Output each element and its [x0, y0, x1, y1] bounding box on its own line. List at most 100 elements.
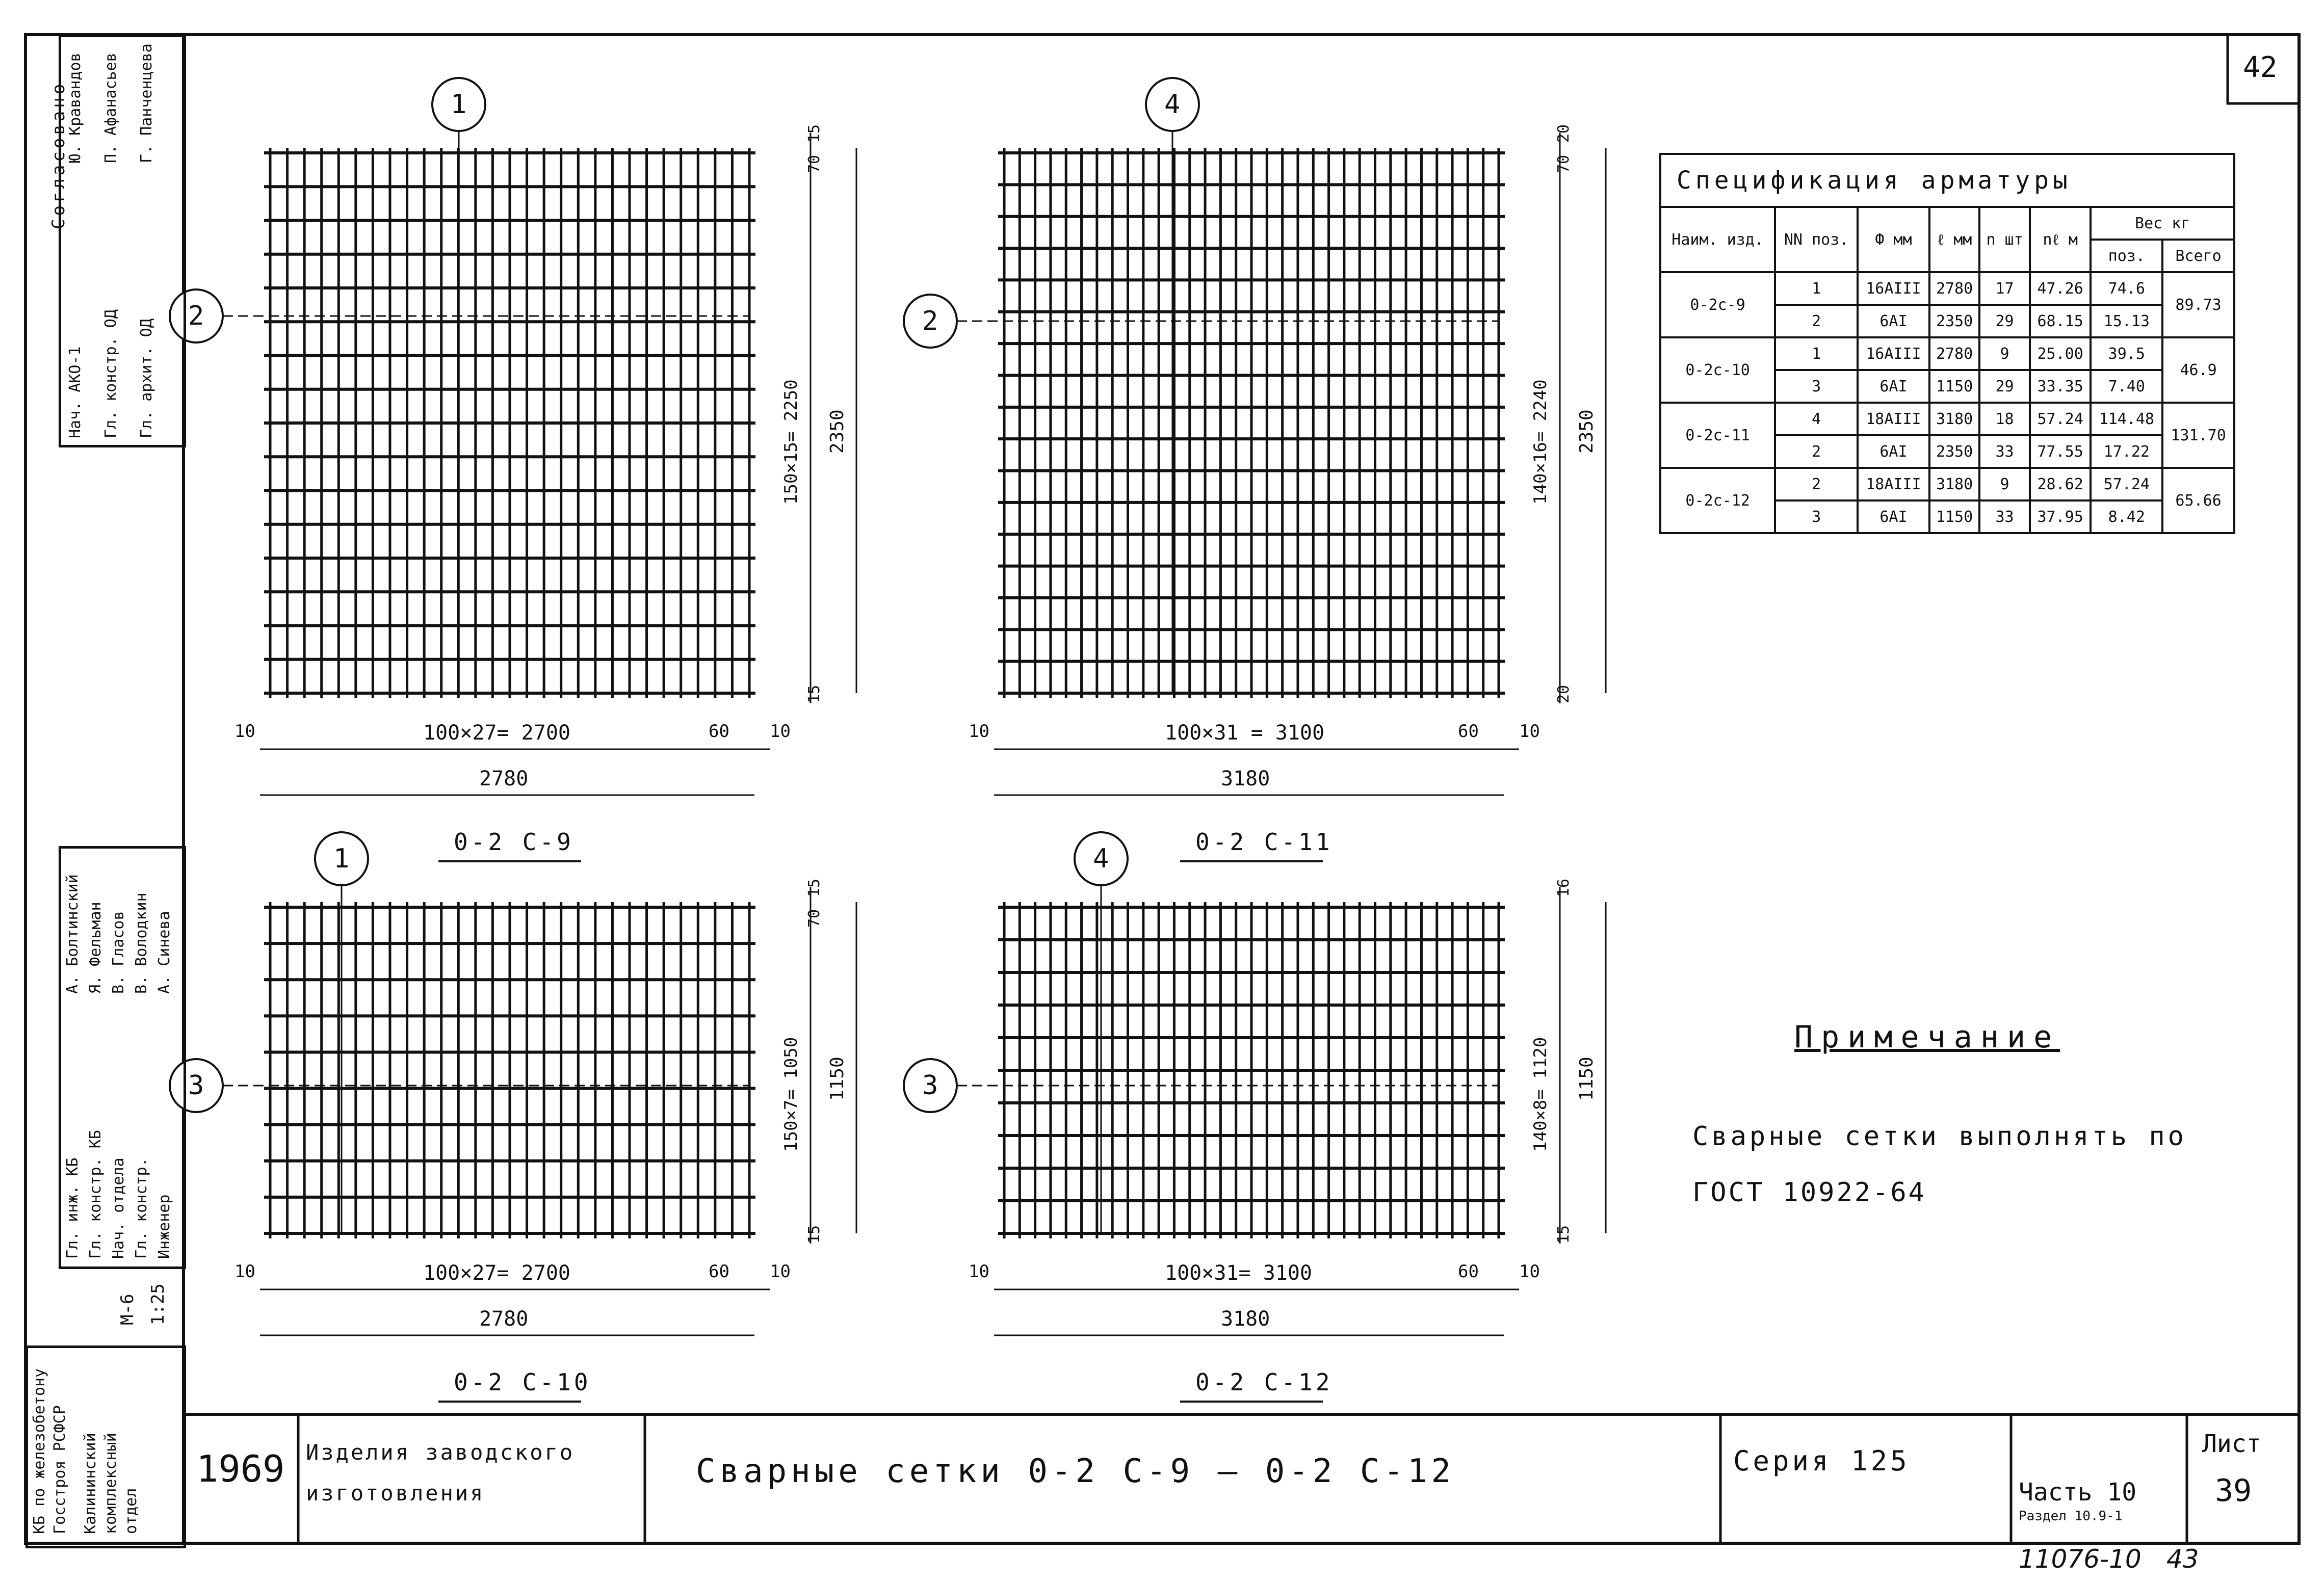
spec-len: 3180 — [1928, 467, 1981, 502]
mesh-2-bubble-left-label: 2 — [922, 306, 938, 336]
mesh-4-dim-right-end: 10 — [1519, 1261, 1540, 1282]
spec-count: 17 — [1978, 271, 2031, 306]
mesh-4-dim-top-a: 16 — [1555, 878, 1573, 897]
spec-len: 1150 — [1928, 369, 1981, 404]
mesh-1-dim-vertical: 150×15= 2250 — [781, 379, 801, 505]
spec-total-length: 25.00 — [2028, 336, 2092, 371]
spec-pos: 4 — [1774, 402, 1859, 436]
spec-count: 18 — [1978, 402, 2031, 436]
spec-weight-pos: 114.48 — [2090, 402, 2164, 436]
spec-weight-total: 131.70 — [2161, 402, 2235, 469]
signature-name-1: А. Болтинский — [64, 874, 82, 994]
mesh-4-total-height: 1150 — [1576, 1057, 1597, 1101]
approval-role-3: Гл. архит. ОД — [138, 319, 155, 438]
mesh-drawing-4 — [903, 831, 1607, 1403]
mesh-3-dim-vertical: 150×7= 1050 — [781, 1037, 801, 1152]
sheet-label: Лист — [2202, 1430, 2261, 1458]
corner-number: 42 — [2243, 51, 2278, 84]
part-label: Часть 10 — [2019, 1478, 2137, 1507]
spec-h-dia: Ф мм — [1857, 206, 1930, 273]
spec-weight-total: 46.9 — [2161, 336, 2235, 404]
mesh-3-total-width: 2780 — [479, 1307, 529, 1331]
signature-role-1: Гл. инж. КБ — [64, 1157, 82, 1259]
org-line-2: Госстроя РСФСР — [51, 1405, 69, 1534]
spec-pos: 1 — [1774, 336, 1859, 371]
mesh-3-dim-left: 10 — [234, 1261, 255, 1282]
spec-weight-pos: 17.22 — [2090, 434, 2164, 469]
spec-dia: 16AIII — [1857, 336, 1930, 371]
mesh-drawing-3 — [169, 831, 857, 1403]
note-line-1: Сварные сетки выполнять по — [1692, 1121, 2187, 1152]
spec-len: 2780 — [1928, 336, 1981, 371]
mesh-1-dim-bottom: 15 — [805, 684, 823, 703]
sheet-number: 39 — [2215, 1473, 2252, 1509]
spec-weight-pos: 7.40 — [2090, 369, 2164, 404]
mesh-2-total-height: 2350 — [1576, 409, 1597, 454]
mesh-3-bubble-left-label: 3 — [188, 1070, 204, 1101]
signature-role-4: Гл. констр. — [133, 1157, 150, 1259]
spec-dia: 6AI — [1857, 369, 1930, 404]
mesh-1-dim-top-a: 15 — [805, 124, 823, 143]
mesh-2-dim-right: 60 — [1458, 721, 1479, 742]
spec-weight-pos: 15.13 — [2090, 304, 2164, 338]
mesh-4-dim-vertical: 140×8= 1120 — [1530, 1037, 1551, 1152]
note-line-2: ГОСТ 10922-64 — [1692, 1177, 1926, 1208]
spec-len: 2350 — [1928, 434, 1981, 469]
mesh-3-dim-right-end: 10 — [770, 1261, 791, 1282]
mesh-4-name: 0-2 С-12 — [1195, 1368, 1333, 1396]
signature-role-3: Нач. отдела — [110, 1157, 127, 1259]
mesh-4-bubble-left-label: 3 — [922, 1070, 938, 1101]
signature-name-5: А. Синева — [155, 911, 173, 994]
spec-h-wtotal: Всего — [2161, 239, 2235, 273]
mesh-2-dim-vertical: 140×16= 2240 — [1530, 379, 1551, 505]
spec-caption: Спецификация арматуры — [1659, 153, 2235, 208]
mesh-2-dim-bottom: 20 — [1555, 684, 1573, 703]
spec-weight-total: 89.73 — [2161, 271, 2235, 338]
mesh-1-dim-right-end: 10 — [770, 721, 791, 742]
spec-weight-pos: 57.24 — [2090, 467, 2164, 502]
spec-pos: 2 — [1774, 304, 1859, 338]
spec-dia: 18AIII — [1857, 467, 1930, 502]
mesh-4-dim-left: 10 — [969, 1261, 989, 1282]
org-box — [25, 1345, 186, 1548]
section-label: Раздел 10.9-1 — [2019, 1509, 2123, 1524]
mesh-1-total-width: 2780 — [479, 767, 529, 790]
corner-box — [2226, 33, 2301, 105]
note-title: Примечание — [1794, 1019, 2060, 1055]
org-line-1: КБ по железобетону — [31, 1368, 48, 1534]
spec-len: 1150 — [1928, 499, 1981, 534]
mesh-1-bubble-left-label: 2 — [188, 301, 204, 331]
spec-total-length: 77.55 — [2028, 434, 2092, 469]
approval-name-3: Г. Панченцева — [138, 43, 155, 163]
signature-box — [59, 846, 186, 1269]
mesh-3-dim-right: 60 — [709, 1261, 729, 1282]
spec-count: 29 — [1978, 369, 2031, 404]
spec-len: 3180 — [1928, 402, 1981, 436]
mesh-1-dim-horizontal: 100×27= 2700 — [423, 721, 570, 745]
mesh-3-dim-top-b: 70 — [805, 909, 823, 928]
mesh-4-total-width: 3180 — [1221, 1307, 1270, 1331]
spec-product-name: 0-2с-9 — [1659, 271, 1777, 338]
spec-weight-pos: 8.42 — [2090, 499, 2164, 534]
org-line-4: комплексный — [102, 1433, 120, 1534]
spec-weight-pos: 74.6 — [2090, 271, 2164, 306]
spec-pos: 2 — [1774, 467, 1859, 502]
year: 1969 — [196, 1447, 285, 1490]
mesh-4-dim-right: 60 — [1458, 1261, 1479, 1282]
approval-header: Согласовано — [48, 81, 69, 229]
spec-h-wpos: поз. — [2090, 239, 2164, 273]
spec-product-name: 0-2с-10 — [1659, 336, 1777, 404]
mesh-2-total-width: 3180 — [1221, 767, 1270, 790]
spec-count: 33 — [1978, 434, 2031, 469]
mesh-3-dim-horizontal: 100×27= 2700 — [423, 1261, 570, 1285]
spec-h-pos: NN поз. — [1774, 206, 1859, 273]
spec-h-weight: Вес кг — [2090, 206, 2235, 241]
spec-product-name: 0-2с-12 — [1659, 467, 1777, 534]
spec-weight-total: 65.66 — [2161, 467, 2235, 534]
